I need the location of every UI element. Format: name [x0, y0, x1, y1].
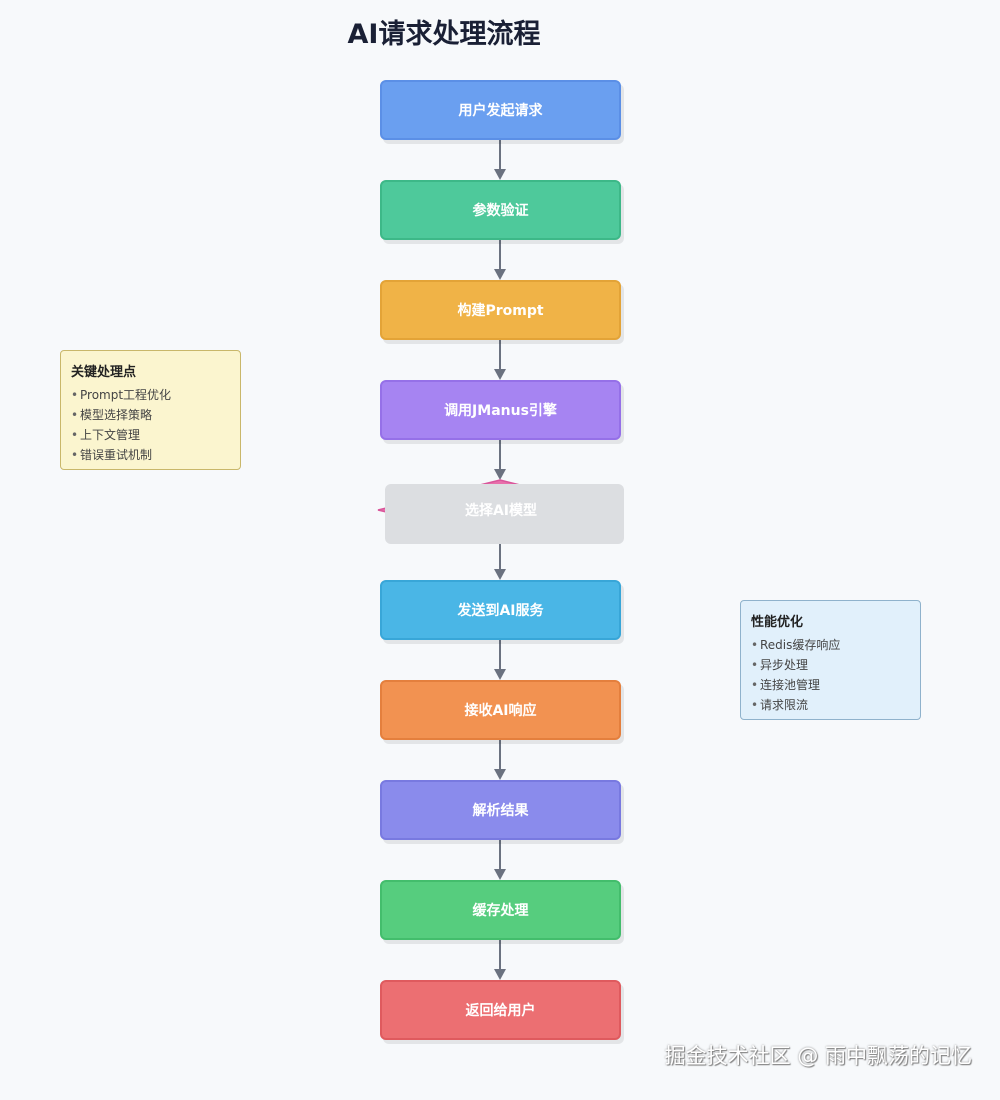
note-key-points-title: 关键处理点	[71, 365, 137, 380]
step-call-jmanus[interactable]: 调用JManus引擎	[380, 380, 621, 440]
arrow-head	[494, 269, 506, 280]
note-performance-item: •Redis缓存响应	[751, 638, 841, 652]
step-cache-handling[interactable]: 缓存处理	[380, 880, 621, 940]
note-performance-item: •连接池管理	[751, 678, 821, 692]
note-performance-item: •异步处理	[751, 658, 809, 672]
note-performance-title: 性能优化	[751, 615, 804, 630]
page-title: AI请求处理流程	[347, 19, 541, 50]
watermark: 掘金技术社区 @ 雨中飘荡的记忆	[664, 1044, 972, 1068]
step-user-request[interactable]: 用户发起请求	[380, 80, 621, 140]
arrow-head	[494, 569, 506, 580]
note-key-points-item: •错误重试机制	[71, 448, 153, 462]
arrow-head	[494, 869, 506, 880]
note-key-points: 关键处理点 •Prompt工程优化 •模型选择策略 •上下文管理 •错误重试机制	[60, 350, 241, 470]
connector-arrows	[494, 140, 506, 980]
note-key-points-item: •Prompt工程优化	[71, 388, 172, 402]
step-build-prompt[interactable]: 构建Prompt	[380, 280, 621, 340]
arrow-head	[494, 969, 506, 980]
note-performance-item: •请求限流	[751, 698, 809, 712]
step-return-user[interactable]: 返回给用户	[380, 980, 621, 1040]
arrow-head	[494, 469, 506, 480]
step-parse-result[interactable]: 解析结果	[380, 780, 621, 840]
arrow-head	[494, 369, 506, 380]
step-select-model[interactable]: 选择AI模型	[464, 503, 538, 519]
decision-background	[385, 484, 624, 544]
step-send-to-ai[interactable]: 发送到AI服务	[380, 580, 621, 640]
note-performance: 性能优化 •Redis缓存响应 •异步处理 •连接池管理 •请求限流	[740, 600, 921, 720]
step-receive-response[interactable]: 接收AI响应	[380, 680, 621, 740]
note-key-points-item: •模型选择策略	[71, 408, 153, 422]
arrow-head	[494, 769, 506, 780]
note-key-points-item: •上下文管理	[71, 428, 141, 442]
arrow-head	[494, 169, 506, 180]
arrow-head	[494, 669, 506, 680]
step-param-validation[interactable]: 参数验证	[380, 180, 621, 240]
